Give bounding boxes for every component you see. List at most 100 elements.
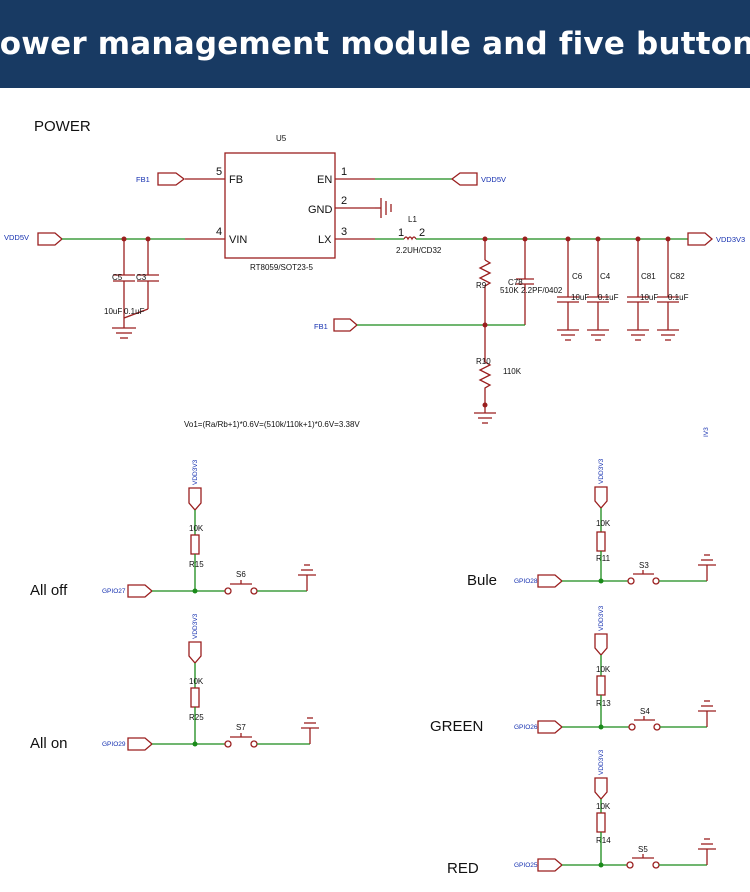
switch-contact (626, 861, 634, 869)
gpio-label: GPIO29 (102, 741, 126, 748)
pullup-ref: R11 (596, 554, 611, 563)
fb1-port-return (333, 318, 358, 332)
vdd3v3-port (687, 232, 713, 246)
supply-port (594, 777, 608, 800)
switch-ref: S3 (639, 561, 649, 570)
c3-ref: C3 (136, 273, 147, 282)
pullup-ref: R25 (189, 713, 204, 722)
switch-ref: S7 (236, 723, 246, 732)
c81-ref: C81 (641, 272, 656, 281)
gpio-label: GPIO25 (514, 862, 538, 869)
c81: C81 10uF (627, 239, 658, 341)
vdd5v-input: VDD5V C5 10uF C3 0.1uF (4, 232, 185, 339)
output-capacitors: C6 10uF C4 0.1uF (557, 239, 689, 341)
regulator-part: RT8059/SOT23-5 (250, 263, 314, 272)
en-net: VDD5V (375, 172, 506, 186)
pin-vin-num: 4 (216, 226, 222, 238)
pullup-resistor (596, 531, 606, 552)
switch-contact (224, 740, 232, 748)
junction (482, 402, 488, 408)
r9-body (478, 259, 492, 300)
vdd5v-label-input: VDD5V (4, 233, 29, 242)
pin-lx-name: LX (318, 234, 332, 246)
regulator-ref: U5 (276, 134, 287, 143)
vdd5v-port-input (37, 232, 63, 246)
pullup-value: 10K (596, 519, 611, 528)
supply-label: VDD3V3 (192, 459, 199, 485)
regulator-ic-body (224, 152, 336, 259)
switch-contact (652, 577, 660, 585)
title-banner: Power management module and five buttons (0, 0, 750, 88)
button-red: RED VDD3V3 10K R14 GPIO25 S5 (447, 749, 716, 877)
switch-contact (653, 723, 661, 731)
pullup-resistor (190, 534, 200, 555)
pin-gnd-name: GND (308, 204, 333, 216)
vout-formula: Vo1=(Ra/Rb+1)*0.6V=(510k/110k+1)*0.6V=3.… (184, 420, 360, 429)
button-label: Bule (467, 572, 497, 589)
inductor-pin2: 2 (419, 227, 425, 239)
c81-value: 10uF (640, 293, 658, 302)
gpio-label: GPIO27 (102, 588, 126, 595)
r9-ref: R9 (476, 281, 487, 290)
inductor-pin1: 1 (398, 227, 404, 239)
switch-contact (652, 861, 660, 869)
pin-fb-num: 5 (216, 166, 222, 178)
ic-gnd-symbol (375, 198, 392, 218)
pullup-value: 10K (189, 677, 204, 686)
c6: C6 10uF (557, 239, 589, 341)
c6-value: 10uF (571, 293, 589, 302)
button-all-off: All off VDD3V3 10K R15 GPIO27 S6 (30, 459, 316, 599)
c4: C4 0.1uF (587, 239, 619, 341)
pin-lx-num: 3 (341, 226, 347, 238)
inductor-l1: L1 1 2 2.2UH/CD32 (375, 215, 442, 255)
c4-value: 0.1uF (598, 293, 619, 302)
pin-gnd-num: 2 (341, 195, 347, 207)
button-label: All off (30, 582, 68, 599)
inductor-coil (403, 236, 417, 241)
button-green: GREEN VDD3V3 10K R13 GPIO26 S4 (430, 605, 716, 735)
button-label: All on (30, 735, 68, 752)
c5-value: 10uF (104, 307, 122, 316)
supply-port (188, 641, 202, 664)
supply-label: VDD3V3 (598, 458, 605, 484)
pullup-value: 10K (189, 524, 204, 533)
inductor-value: 2.2UH/CD32 (396, 246, 442, 255)
vdd5v-label-en: VDD5V (481, 175, 506, 184)
fb1-port-top: FB1 (136, 172, 186, 186)
feedback-divider: R9 510K C78 2.2PF/0402 FB1 R10 110K (314, 239, 563, 424)
gpio-port (127, 584, 153, 598)
gpio-port (537, 574, 563, 588)
c3-ground-wire (123, 308, 149, 319)
pin-fb-name: FB (229, 174, 243, 186)
banner-title: Power management module and five buttons (0, 26, 750, 62)
fb1-label-top: FB1 (136, 175, 150, 184)
supply-port (594, 486, 608, 509)
switch-contact (250, 587, 258, 595)
c82: C82 0.1uF (657, 239, 689, 341)
supply-label: VDD3V3 (598, 605, 605, 631)
output-rail: VDD3V3 (416, 232, 745, 246)
supply-label: VDD3V3 (192, 613, 199, 639)
gpio-port (127, 737, 153, 751)
switch-ref: S4 (640, 707, 650, 716)
c78-value: 2.2PF/0402 (521, 286, 563, 295)
pullup-resistor (190, 687, 200, 708)
pin-en-num: 1 (341, 166, 347, 178)
button-all-on: All on VDD3V3 10K R25 GPIO29 S7 (30, 613, 319, 752)
inductor-ref: L1 (408, 215, 417, 224)
pullup-value: 10K (596, 665, 611, 674)
supply-port (594, 633, 608, 656)
button-label: GREEN (430, 718, 483, 735)
gpio-port (537, 720, 563, 734)
c82-value: 0.1uF (668, 293, 689, 302)
pullup-ref: R14 (596, 836, 611, 845)
switch-ref: S5 (638, 845, 648, 854)
power-section-label: POWER (34, 118, 91, 135)
c82-ref: C82 (670, 272, 685, 281)
pin-en-name: EN (317, 174, 332, 186)
button-label: RED (447, 860, 479, 877)
c6-ref: C6 (572, 272, 583, 281)
gpio-label: GPIO28 (514, 578, 538, 585)
pin-vin-name: VIN (229, 234, 247, 246)
fb1-label-return: FB1 (314, 322, 328, 331)
